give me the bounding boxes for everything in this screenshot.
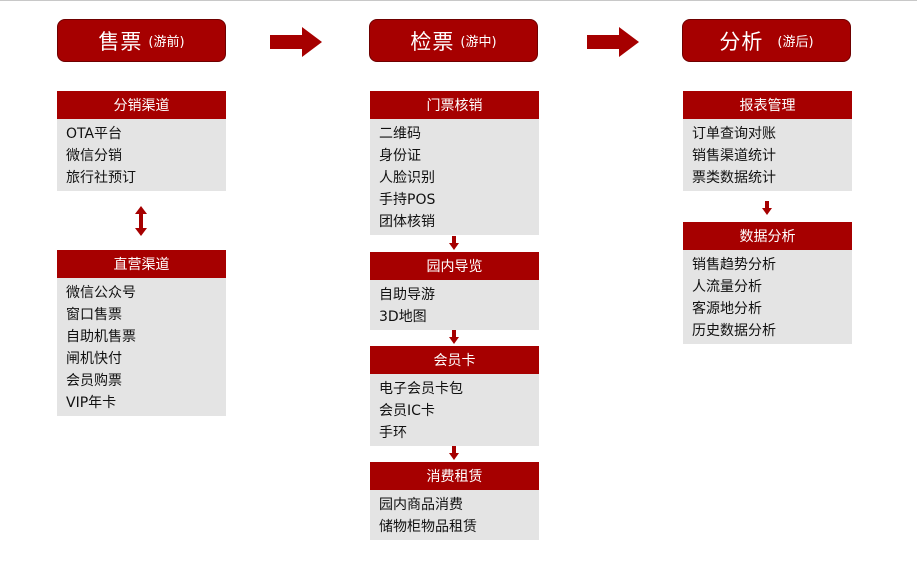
list-item: 自助机售票 xyxy=(66,329,136,345)
box-body: 销售趋势分析 人流量分析 客源地分析 历史数据分析 xyxy=(683,250,852,344)
box-member-card: 会员卡 电子会员卡包 会员IC卡 手环 xyxy=(370,346,539,446)
stage-sales-title: 售票 xyxy=(98,29,143,54)
box-park-guide: 园内导览 自助导游 3D地图 xyxy=(370,252,539,330)
box-header: 直营渠道 xyxy=(57,250,226,278)
stage-analysis-subtitle: (游后) xyxy=(777,35,814,50)
list-item: 闸机快付 xyxy=(66,351,122,367)
list-item: 销售渠道统计 xyxy=(692,148,776,164)
list-item: 窗口售票 xyxy=(66,307,122,323)
list-item: 微信分销 xyxy=(66,148,122,164)
box-header: 分销渠道 xyxy=(57,91,226,119)
list-item: 身份证 xyxy=(379,148,421,164)
box-body: 订单查询对账 销售渠道统计 票类数据统计 xyxy=(683,119,852,191)
list-item: 手持POS xyxy=(379,192,436,208)
list-item: 旅行社预订 xyxy=(66,170,136,186)
stage-check: 检票 (游中) xyxy=(369,19,538,62)
list-item: 会员IC卡 xyxy=(379,403,435,419)
box-body: 电子会员卡包 会员IC卡 手环 xyxy=(370,374,539,446)
stage-analysis: 分析 (游后) xyxy=(682,19,851,62)
double-arrow-icon xyxy=(135,206,147,236)
list-item: 3D地图 xyxy=(379,309,427,325)
box-data-analysis: 数据分析 销售趋势分析 人流量分析 客源地分析 历史数据分析 xyxy=(683,222,852,344)
box-consumption-rental: 消费租赁 园内商品消费 储物柜物品租赁 xyxy=(370,462,539,540)
down-arrow-icon xyxy=(762,201,772,215)
box-body: OTA平台 微信分销 旅行社预订 xyxy=(57,119,226,191)
box-header: 报表管理 xyxy=(683,91,852,119)
box-body: 自助导游 3D地图 xyxy=(370,280,539,330)
stage-check-subtitle: (游中) xyxy=(460,35,497,50)
list-item: 票类数据统计 xyxy=(692,170,776,186)
top-border-line xyxy=(0,0,917,1)
box-header: 数据分析 xyxy=(683,222,852,250)
list-item: 历史数据分析 xyxy=(692,323,776,339)
right-arrow-icon xyxy=(587,27,639,57)
box-body: 园内商品消费 储物柜物品租赁 xyxy=(370,490,539,540)
box-ticket-verification: 门票核销 二维码 身份证 人脸识别 手持POS 团体核销 xyxy=(370,91,539,235)
list-item: VIP年卡 xyxy=(66,395,117,411)
box-report-management: 报表管理 订单查询对账 销售渠道统计 票类数据统计 xyxy=(683,91,852,191)
down-arrow-icon xyxy=(449,330,459,344)
box-header: 门票核销 xyxy=(370,91,539,119)
list-item: 园内商品消费 xyxy=(379,497,463,513)
list-item: 储物柜物品租赁 xyxy=(379,519,477,535)
box-distribution-channels: 分销渠道 OTA平台 微信分销 旅行社预订 xyxy=(57,91,226,191)
list-item: 订单查询对账 xyxy=(692,126,776,142)
list-item: 会员购票 xyxy=(66,373,122,389)
list-item: OTA平台 xyxy=(66,126,123,142)
stage-check-title: 检票 xyxy=(410,29,455,54)
list-item: 人脸识别 xyxy=(379,170,435,186)
box-header: 消费租赁 xyxy=(370,462,539,490)
list-item: 自助导游 xyxy=(379,287,435,303)
down-arrow-icon xyxy=(449,236,459,250)
down-arrow-icon xyxy=(449,446,459,460)
list-item: 团体核销 xyxy=(379,214,435,230)
stage-sales-subtitle: (游前) xyxy=(148,35,185,50)
box-header: 会员卡 xyxy=(370,346,539,374)
box-direct-channels: 直营渠道 微信公众号 窗口售票 自助机售票 闸机快付 会员购票 VIP年卡 xyxy=(57,250,226,416)
list-item: 人流量分析 xyxy=(692,279,762,295)
box-header: 园内导览 xyxy=(370,252,539,280)
right-arrow-icon xyxy=(270,27,322,57)
list-item: 销售趋势分析 xyxy=(692,257,776,273)
box-body: 微信公众号 窗口售票 自助机售票 闸机快付 会员购票 VIP年卡 xyxy=(57,278,226,416)
box-body: 二维码 身份证 人脸识别 手持POS 团体核销 xyxy=(370,119,539,235)
stage-sales: 售票 (游前) xyxy=(57,19,226,62)
list-item: 二维码 xyxy=(379,126,421,142)
list-item: 电子会员卡包 xyxy=(379,381,463,397)
list-item: 手环 xyxy=(379,425,407,441)
list-item: 微信公众号 xyxy=(66,285,136,301)
stage-analysis-title: 分析 xyxy=(719,29,764,54)
list-item: 客源地分析 xyxy=(692,301,762,317)
